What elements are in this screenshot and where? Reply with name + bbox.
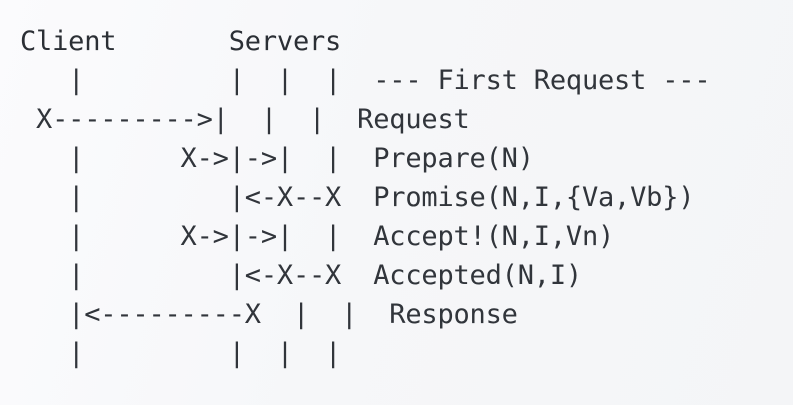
diagram-header-row: Client Servers — [20, 26, 342, 57]
diagram-row-lifelines-bottom: | | | | — [20, 338, 342, 369]
diagram-row-prepare: | X->|->| | Prepare(N) — [20, 143, 534, 174]
diagram-row-first-request: | | | | --- First Request --- — [20, 65, 711, 96]
diagram-row-accept: | X->|->| | Accept!(N,I,Vn) — [20, 221, 615, 252]
diagram-row-response: |<---------X | | Response — [20, 299, 518, 330]
ascii-art-canvas: Client Servers | | | | --- First Request… — [20, 22, 711, 373]
diagram-row-request: X--------->| | | Request — [20, 104, 470, 135]
diagram-row-accepted: | |<-X--X Accepted(N,I) — [20, 260, 582, 291]
diagram-row-promise: | |<-X--X Promise(N,I,{Va,Vb}) — [20, 182, 695, 213]
